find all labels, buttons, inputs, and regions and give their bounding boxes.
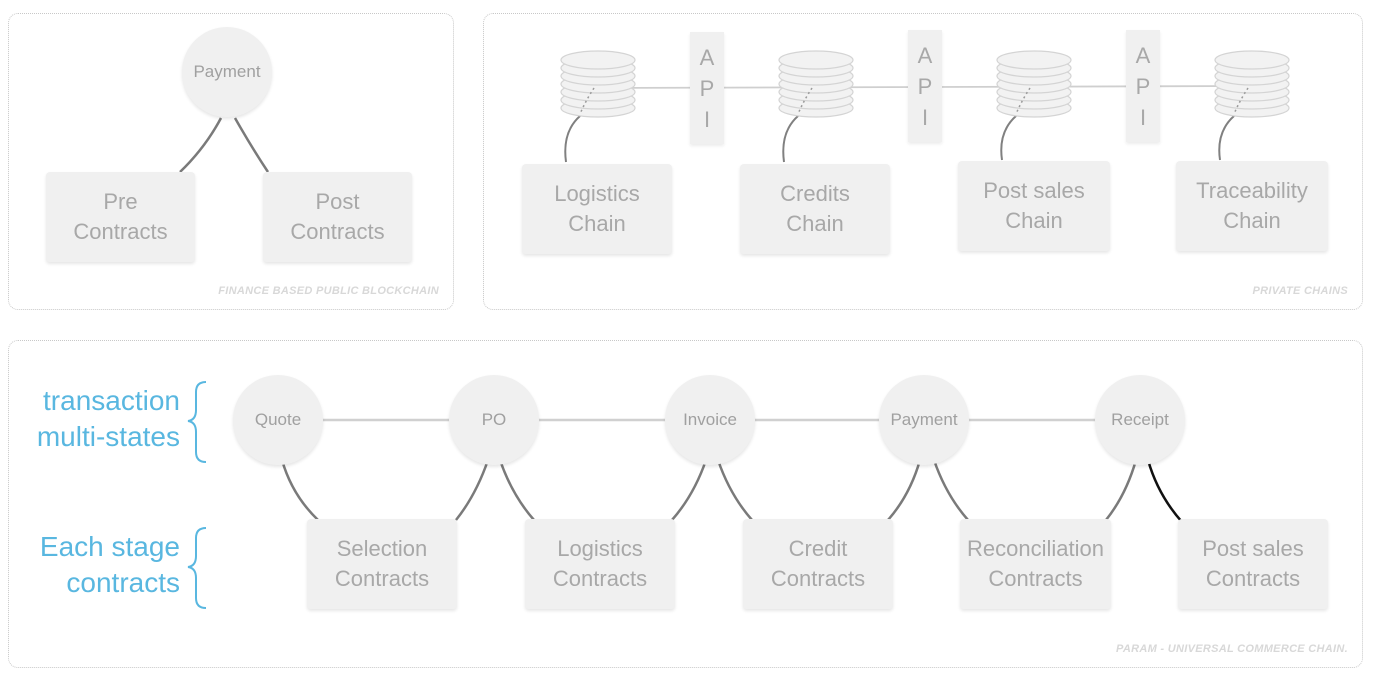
api-letter: P	[1135, 73, 1151, 99]
api-letter: P	[917, 73, 933, 99]
public-panel-caption: FINANCE BASED PUBLIC BLOCKCHAIN	[218, 285, 439, 297]
chain-line1: Logistics	[554, 181, 640, 206]
pre-contracts-line1: Pre	[103, 189, 138, 214]
contract-line2: Contracts	[770, 566, 866, 591]
contracts-label: Each stage contracts	[10, 529, 180, 601]
curve-receipt-postsales	[1146, 459, 1183, 523]
post-sales-chain-box: Post sales Chain	[958, 161, 1110, 251]
database-icon	[1214, 50, 1290, 118]
contract-line1: Credit	[788, 536, 848, 561]
post-contracts-box: Post Contracts	[263, 172, 412, 262]
api-letter: I	[921, 104, 929, 130]
chain-line2: Chain	[786, 211, 844, 236]
states-label-line1: transaction	[43, 385, 180, 416]
state-label: Invoice	[683, 410, 737, 429]
contracts-label-line1: Each stage	[39, 531, 180, 562]
api-bridge: A P I	[690, 32, 724, 144]
contract-line2: Contracts	[988, 566, 1083, 591]
curve-quote-selection	[280, 459, 319, 521]
credits-chain-box: Credits Chain	[740, 164, 890, 254]
universal-panel-caption: PARAM - UNIVERSAL COMMERCE CHAIN.	[1116, 643, 1348, 655]
states-label-line2: multi-states	[36, 421, 180, 452]
curve-invoice-credit	[716, 459, 753, 521]
api-letter: I	[703, 106, 711, 132]
contract-line1: Reconciliation	[967, 536, 1104, 561]
database-icon	[560, 50, 636, 118]
state-po: PO	[449, 375, 539, 465]
state-quote: Quote	[233, 375, 323, 465]
database-icon	[778, 50, 854, 118]
private-panel-caption: PRIVATE CHAINS	[1252, 285, 1348, 297]
contracts-label-line2: contracts	[66, 567, 180, 598]
chain-line1: Post sales	[983, 178, 1085, 203]
state-label: Receipt	[1111, 410, 1169, 429]
connector-payment-post	[233, 117, 270, 173]
chain-line2: Chain	[1005, 208, 1063, 233]
db-drop-4	[1218, 115, 1235, 161]
api-letter: A	[917, 42, 933, 68]
state-label: Quote	[254, 410, 302, 429]
curve-invoice-logistics	[671, 459, 708, 521]
payment-node: Payment	[182, 27, 272, 117]
public-blockchain-panel: FINANCE BASED PUBLIC BLOCKCHAIN	[8, 13, 454, 310]
contract-line2: Contracts	[1205, 566, 1301, 591]
state-label: PO	[481, 410, 507, 429]
selection-contracts-box: Selection Contracts	[307, 519, 457, 609]
db-drop-3	[1000, 115, 1017, 161]
state-invoice: Invoice	[665, 375, 755, 465]
curve-receipt-reconciliation	[1105, 459, 1138, 521]
payment-node-label: Payment	[193, 62, 261, 81]
state-payment: Payment	[879, 375, 969, 465]
curve-payment-reconciliation	[932, 459, 969, 521]
post-sales-contracts-box: Post sales Contracts	[1178, 519, 1328, 609]
api-letter: A	[1135, 42, 1151, 68]
contract-line1: Selection	[336, 536, 428, 561]
reconciliation-contracts-box: Reconciliation Contracts	[960, 519, 1111, 609]
chain-line1: Traceability	[1196, 178, 1308, 203]
private-chains-panel: PRIVATE CHAINS	[483, 13, 1363, 310]
pre-contracts-box: Pre Contracts	[46, 172, 195, 262]
logistics-contracts-box: Logistics Contracts	[525, 519, 675, 609]
state-label: Payment	[890, 410, 958, 429]
db-drop-2	[782, 115, 799, 163]
contract-line1: Post sales	[1202, 536, 1304, 561]
curve-po-logistics	[498, 459, 535, 521]
contract-line1: Logistics	[557, 536, 643, 561]
chain-line2: Chain	[1223, 208, 1281, 233]
curve-po-selection	[455, 459, 490, 521]
contract-line2: Contracts	[552, 566, 648, 591]
pre-contracts-line2: Contracts	[73, 219, 168, 244]
api-letter: P	[699, 75, 715, 101]
connector-payment-pre	[179, 117, 223, 173]
chain-line2: Chain	[568, 211, 626, 236]
traceability-chain-box: Traceability Chain	[1176, 161, 1328, 251]
logistics-chain-box: Logistics Chain	[522, 164, 672, 254]
api-bridge: A P I	[908, 30, 942, 142]
api-letter: I	[1139, 104, 1147, 130]
api-bridge: A P I	[1126, 30, 1160, 142]
api-letter: A	[699, 44, 715, 70]
db-drop-1	[564, 115, 581, 163]
contract-line2: Contracts	[334, 566, 430, 591]
curve-payment-credit	[887, 459, 922, 521]
chain-line1: Credits	[780, 181, 850, 206]
post-contracts-line1: Post	[315, 189, 360, 214]
database-icon	[996, 50, 1072, 118]
states-label: transaction multi-states	[10, 383, 180, 455]
state-receipt: Receipt	[1095, 375, 1185, 465]
credit-contracts-box: Credit Contracts	[743, 519, 893, 609]
universal-commerce-panel: PARAM - UNIVERSAL COMMERCE CHAIN.	[8, 340, 1363, 668]
post-contracts-line2: Contracts	[290, 219, 385, 244]
